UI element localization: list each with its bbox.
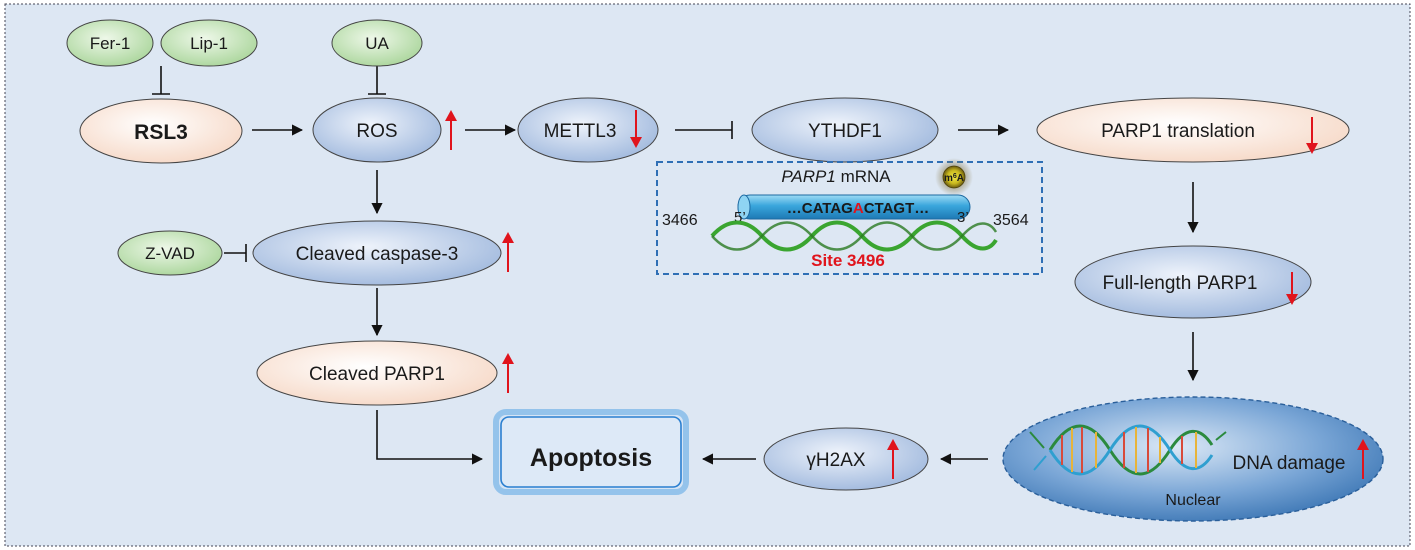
connectors: [152, 66, 1199, 465]
arrow-cleavedparp1-apoptosis: [376, 410, 484, 465]
node-ythdf1: YTHDF1: [751, 97, 939, 163]
pos-start-label: 3466: [662, 212, 698, 229]
mrna-panel: PARP1 mRNA m6A 5’ …CATAGACTAGT… 3’ 3466 …: [656, 158, 1043, 275]
ros-label: ROS: [356, 121, 397, 142]
regulation-arrows: [445, 110, 1369, 479]
node-fer1: Fer-1: [66, 19, 154, 67]
rsl3-label: RSL3: [134, 121, 188, 144]
mrna-tube: [737, 194, 971, 220]
ros-up-arrow-icon: [445, 110, 457, 150]
full-length-parp1-down-arrow-icon: [1286, 272, 1298, 305]
mrna-title: PARP1 mRNA: [781, 167, 891, 186]
parp1-translation-down-arrow-icon: [1306, 117, 1318, 154]
m6a-badge-label: m6A: [944, 173, 964, 184]
cleaved-parp1-up-arrow-icon: [502, 353, 514, 393]
node-apoptosis: Apoptosis: [493, 409, 689, 495]
parp1-translation-label: PARP1 translation: [1101, 121, 1255, 142]
mettl3-label: METTL3: [544, 121, 617, 142]
dna-helix-icon: [1029, 424, 1227, 476]
node-cleaved-parp1: Cleaved PARP1: [256, 340, 498, 406]
nucleus: DNA damage Nuclear: [1002, 396, 1384, 522]
mettl3-down-arrow-icon: [630, 110, 642, 148]
cleaved-parp1-label: Cleaved PARP1: [309, 364, 445, 385]
three-prime-label: 3’: [957, 209, 969, 226]
node-mettl3: METTL3: [517, 97, 659, 163]
fer1-label: Fer-1: [90, 34, 131, 53]
nuclear-label: Nuclear: [1165, 492, 1221, 509]
cleaved-caspase3-label: Cleaved caspase-3: [296, 244, 459, 265]
ythdf1-label: YTHDF1: [808, 121, 882, 142]
pos-end-label: 3564: [993, 212, 1029, 229]
site-label: Site 3496: [811, 251, 885, 270]
five-prime-label: 5’: [734, 209, 746, 226]
dna-damage-label: DNA damage: [1232, 453, 1345, 474]
mrna-sequence: …CATAGACTAGT…: [787, 200, 930, 217]
node-ros: ROS: [312, 97, 442, 163]
node-cleaved-caspase3: Cleaved caspase-3: [252, 220, 502, 286]
dna-damage-up-arrow-icon: [1357, 439, 1369, 479]
node-parp1-translation: PARP1 translation: [1036, 97, 1350, 163]
caspase3-up-arrow-icon: [502, 232, 514, 272]
node-ua: UA: [331, 19, 423, 67]
m6a-badge-icon: [942, 165, 966, 189]
gh2ax-up-arrow-icon: [887, 439, 899, 479]
node-lip1: Lip-1: [160, 19, 258, 67]
node-gh2ax: γH2AX: [763, 427, 929, 491]
node-rsl3: RSL3: [79, 98, 243, 164]
node-zvad: Z-VAD: [117, 230, 223, 276]
node-full-length-parp1: Full-length PARP1: [1074, 245, 1312, 319]
lip1-label: Lip-1: [190, 34, 228, 53]
gh2ax-label: γH2AX: [806, 450, 865, 471]
apoptosis-label: Apoptosis: [530, 444, 652, 472]
ua-label: UA: [365, 34, 389, 53]
full-length-parp1-label: Full-length PARP1: [1103, 273, 1258, 294]
zvad-label: Z-VAD: [145, 244, 195, 263]
